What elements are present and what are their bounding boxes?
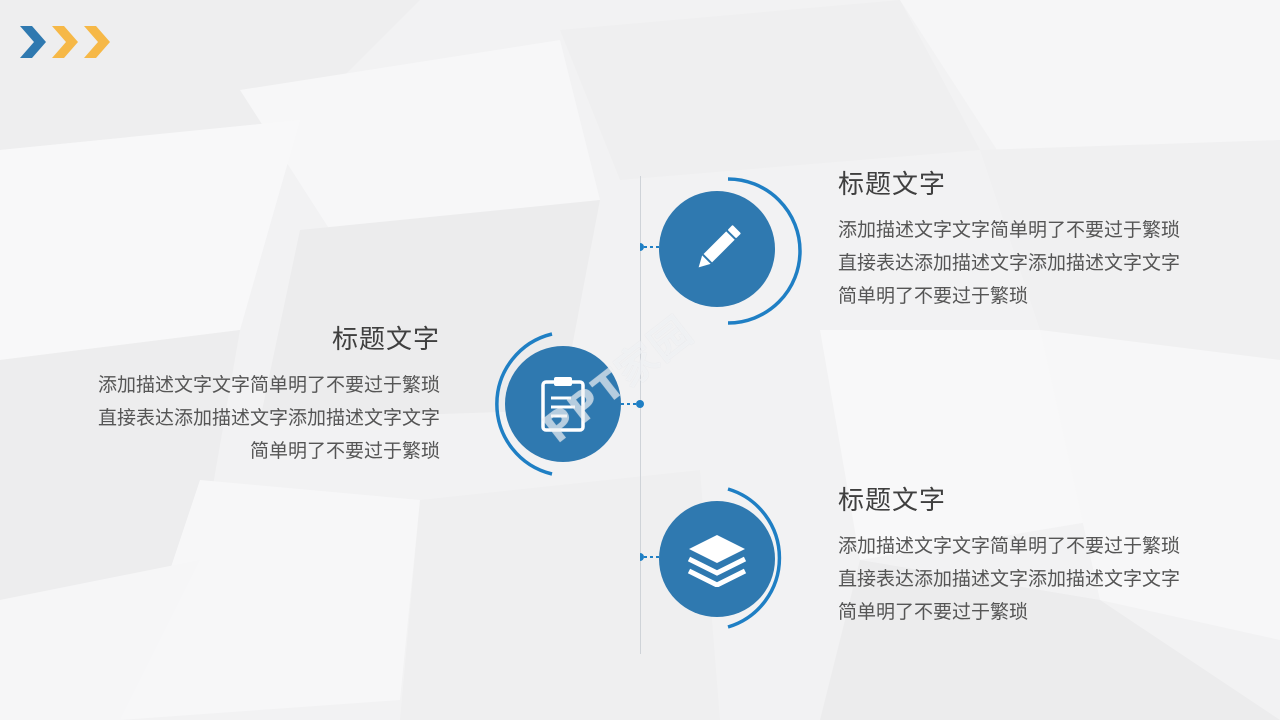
item-1-title: 标题文字 — [838, 170, 947, 200]
item-1-line-1: 添加描述文字文字简单明了不要过于繁琐 — [838, 219, 1181, 241]
pencil-icon — [698, 225, 741, 268]
timeline-node-3 — [640, 485, 800, 645]
timeline-node-1 — [640, 175, 802, 335]
clipboard-icon — [541, 377, 585, 432]
item-2-title: 标题文字 — [331, 325, 440, 355]
item-3-text: 标题文字 添加描述文字文字简单明了不要过于繁琐 直接表达添加描述文字添加描述文字… — [838, 486, 1180, 629]
layers-icon — [687, 535, 747, 587]
item-3-line-1: 添加描述文字文字简单明了不要过于繁琐 — [838, 535, 1181, 557]
item-3-line-2: 直接表达添加描述文字添加描述文字文字 — [838, 568, 1181, 590]
item-3-line-3: 简单明了不要过于繁琐 — [838, 601, 1029, 623]
timeline-line — [640, 176, 641, 654]
item-2-line-3: 简单明了不要过于繁琐 — [249, 440, 440, 462]
item-1-line-3: 简单明了不要过于繁琐 — [838, 285, 1029, 307]
item-2-line-1: 添加描述文字文字简单明了不要过于繁琐 — [97, 374, 440, 396]
timeline-node-2 — [480, 330, 644, 490]
item-2-line-2: 直接表达添加描述文字添加描述文字文字 — [97, 407, 440, 429]
item-1-text: 标题文字 添加描述文字文字简单明了不要过于繁琐 直接表达添加描述文字添加描述文字… — [838, 170, 1180, 313]
item-2-text: 标题文字 添加描述文字文字简单明了不要过于繁琐 直接表达添加描述文字添加描述文字… — [98, 325, 440, 468]
item-3-title: 标题文字 — [838, 486, 947, 516]
item-1-line-2: 直接表达添加描述文字添加描述文字文字 — [838, 252, 1181, 274]
chevron-logo-icon — [20, 26, 110, 58]
